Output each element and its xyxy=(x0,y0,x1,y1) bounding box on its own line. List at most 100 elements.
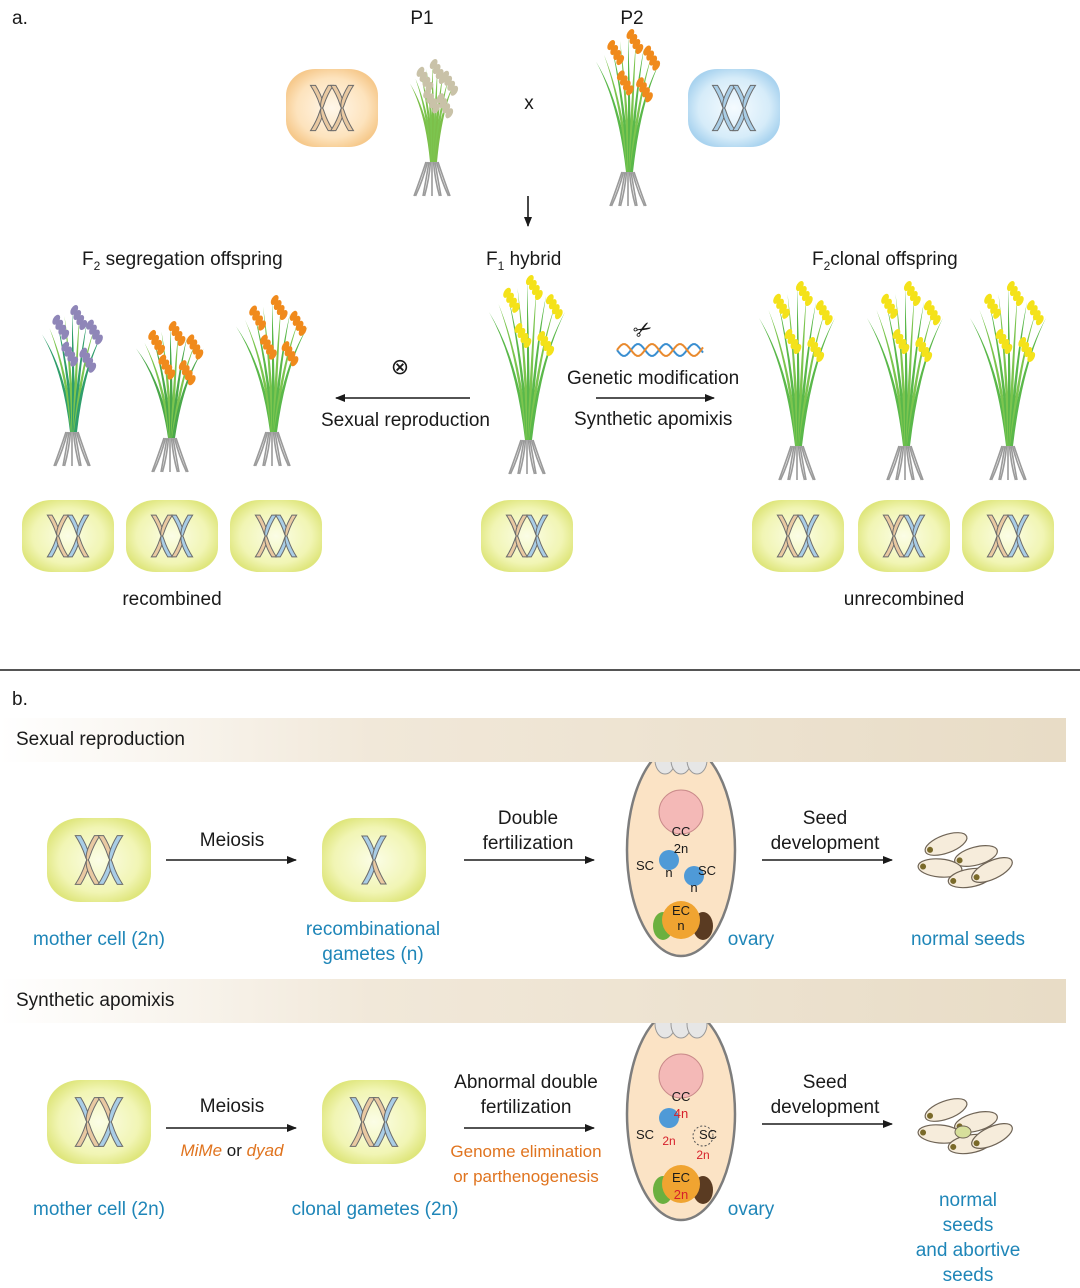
unrecombined-label: unrecombined xyxy=(843,589,965,610)
chromatid-left xyxy=(505,514,529,558)
cc2-label: CC xyxy=(671,1089,691,1104)
or-text: or xyxy=(226,1141,242,1160)
seed xyxy=(954,845,998,867)
chromatid-left xyxy=(66,514,90,558)
dna-helix-icon xyxy=(616,343,704,357)
f2-clonal-title: F2clonal offspring xyxy=(812,249,958,273)
f2-seg-prefix: F xyxy=(82,249,94,270)
cross-symbol: x xyxy=(524,93,534,114)
sexual-seed-development-label: Seed development xyxy=(770,808,880,854)
plant-ears xyxy=(773,280,833,363)
plant-ears xyxy=(148,320,204,386)
ec2-ploidy: 2n xyxy=(673,1187,689,1202)
f2-segregation-title: F2 segregation offspring xyxy=(82,249,283,273)
ec-label: EC xyxy=(671,903,691,918)
plant-roots xyxy=(609,171,647,207)
abortive-seed xyxy=(954,1125,972,1139)
apomixis-ovary-label: ovary xyxy=(727,1199,775,1220)
recombined-label: recombined xyxy=(122,589,222,610)
plant-roots xyxy=(989,445,1027,481)
p1-plant xyxy=(410,58,459,197)
p1-cell xyxy=(286,69,378,147)
panel-a-label: a. xyxy=(12,8,28,29)
f2-clonal-cell-3 xyxy=(962,500,1054,572)
plant-ears xyxy=(607,28,661,103)
plant-leaves xyxy=(867,286,943,446)
plant-leaves xyxy=(970,286,1046,446)
plant-ears xyxy=(503,274,563,357)
f1-sub: 1 xyxy=(497,258,505,273)
sc-left-ploidy: n xyxy=(665,865,673,880)
sexual-ovary xyxy=(625,742,737,958)
seed xyxy=(971,857,1013,883)
dyad-text: dyad xyxy=(246,1141,284,1160)
sexual-double-fertilization-label: Double fertilization xyxy=(482,808,574,854)
f2-seg-cell-3 xyxy=(230,500,322,572)
sexual-reproduction-label: Sexual reproduction xyxy=(321,410,490,431)
chromatid-left xyxy=(74,835,101,885)
f2-clonal-plant-2 xyxy=(867,280,943,481)
plant-leaves xyxy=(596,34,660,173)
clonal-gametes-label: clonal gametes (2n) xyxy=(291,1199,459,1220)
chromatid-left xyxy=(902,514,926,558)
apomixis-banner-text: Synthetic apomixis xyxy=(16,990,175,1011)
f2-seg-cell-1 xyxy=(22,500,114,572)
sc2-left-ploidy: 2n xyxy=(662,1134,676,1148)
sexual-gametes-label: recombinational gametes (n) xyxy=(305,919,441,965)
apomixis-mother-cell xyxy=(47,1080,151,1164)
genome-elimination-label: Genome elimination or parthenogenesis xyxy=(450,1142,602,1186)
mime-text: MiMe xyxy=(180,1141,223,1160)
chromatid-left xyxy=(711,84,737,132)
apomixis-seed-development-label: Seed development xyxy=(770,1072,880,1118)
sexual-mother-cell xyxy=(47,818,151,902)
chromatid-left xyxy=(360,835,388,885)
cc2-ploidy: 4n xyxy=(673,1106,689,1121)
panel-divider xyxy=(0,669,1080,671)
apomixis-meiosis-label: Meiosis xyxy=(199,1096,265,1117)
plant-ears xyxy=(249,294,307,367)
abnormal-fertilization-label: Abnormal double fertilization xyxy=(454,1072,598,1118)
f2-seg-plant-2 xyxy=(136,320,204,473)
plant-roots xyxy=(778,445,816,481)
mime-or-dyad: MiMe or dyad xyxy=(180,1141,283,1161)
cc-ploidy: 2n xyxy=(673,841,689,856)
sexual-gamete-cell xyxy=(322,818,426,902)
f1-prefix: F xyxy=(486,249,498,270)
apomixis-banner: Synthetic apomixis xyxy=(0,979,1066,1023)
chromatid-left xyxy=(97,835,124,885)
f1-hybrid-title: F1 hybrid xyxy=(486,249,561,273)
sc-left-label: SC xyxy=(635,858,655,873)
f2-seg-sub: 2 xyxy=(93,258,101,273)
f2-seg-plant-1 xyxy=(42,304,103,467)
sc2-right-label: SC xyxy=(698,1127,718,1142)
f2-clonal-plant-1 xyxy=(759,280,835,481)
normal-seeds xyxy=(917,832,1013,889)
apomixis-mother-cell-label: mother cell (2n) xyxy=(33,1199,165,1220)
plant-leaves xyxy=(136,326,204,438)
parent-p1-label: P1 xyxy=(410,8,434,29)
cc-label: CC xyxy=(671,824,691,839)
chromatid-left xyxy=(74,1097,101,1147)
plant-leaves xyxy=(489,280,565,440)
ec2-label: EC xyxy=(671,1170,691,1185)
f1-text: hybrid xyxy=(509,249,562,270)
f2-clonal-plant-3 xyxy=(970,280,1046,481)
sexual-mother-cell-label: mother cell (2n) xyxy=(33,929,165,950)
chromatid-left xyxy=(525,514,549,558)
plant-leaves xyxy=(759,286,835,446)
chromatid-left xyxy=(254,514,278,558)
chromatid-left xyxy=(796,514,820,558)
f2-clo-sub: 2 xyxy=(823,258,831,273)
f2-clo-text: clonal offspring xyxy=(830,249,958,270)
seed xyxy=(917,1124,963,1144)
plant-ears xyxy=(881,280,941,363)
p2-cell xyxy=(688,69,780,147)
sc2-right-ploidy: 2n xyxy=(696,1148,710,1162)
figure-graphics xyxy=(22,28,1054,1222)
seed xyxy=(917,858,963,878)
seed xyxy=(924,832,968,856)
ec-ploidy: n xyxy=(677,918,685,933)
chromatid-left xyxy=(1006,514,1030,558)
normal-and-abortive-seeds xyxy=(917,1098,1013,1155)
chromatid-left xyxy=(274,514,298,558)
